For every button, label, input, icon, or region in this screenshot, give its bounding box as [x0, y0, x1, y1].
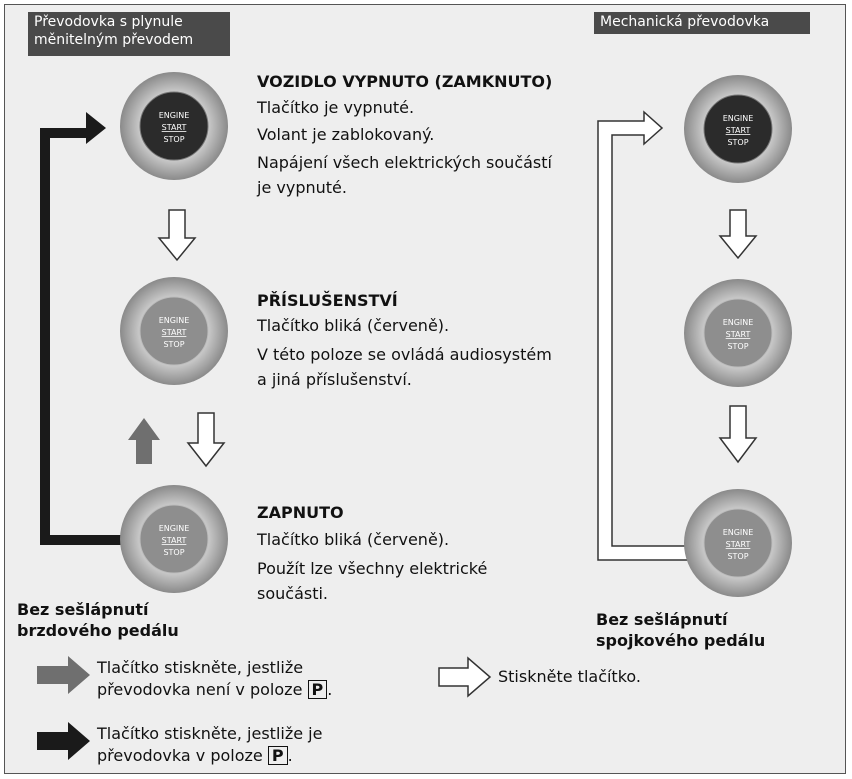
legend-gray-suffix: . [327, 680, 333, 699]
legend-gray-text: Tlačítko stiskněte, jestliže převodovka … [97, 657, 332, 701]
button-text-start: START [162, 536, 187, 545]
park-position-box: P [307, 680, 328, 699]
manual-button-off: ENGINE START STOP [684, 75, 792, 183]
right-down-arrow-2 [718, 405, 758, 464]
button-text-start: START [726, 540, 751, 549]
button-text-engine: ENGINE [159, 316, 190, 325]
cvt-pedal-note-line-1: Bez sešlápnutí [17, 600, 149, 619]
engine-button-off: ENGINE START STOP [120, 72, 228, 180]
button-text-stop: STOP [727, 342, 748, 351]
button-text-engine: ENGINE [159, 524, 190, 533]
legend-gray-line-2: převodovka není v poloze P. [97, 679, 332, 701]
cvt-label-line-2: měnitelným převodem [34, 32, 194, 48]
cvt-pedal-note: Bez sešlápnutí brzdového pedálu [17, 599, 179, 641]
legend-white-arrow-icon [438, 656, 492, 698]
state-on-title: ZAPNUTO [257, 503, 344, 522]
cvt-label: Převodovka s plynule měnitelným převodem [28, 12, 230, 56]
legend-black-suffix: . [287, 746, 293, 765]
state-accessory-line-3: a jiná příslušenství. [257, 370, 412, 389]
manual-pedal-note-line-1: Bez sešlápnutí [596, 610, 728, 629]
button-text-stop: STOP [163, 548, 184, 557]
down-arrow-1 [157, 209, 197, 262]
button-text-stop: STOP [163, 135, 184, 144]
state-accessory-line-2: V této poloze se ovládá audiosystém [257, 345, 552, 364]
state-on-line-3: součásti. [257, 584, 329, 603]
button-text-engine: ENGINE [723, 114, 754, 123]
engine-button-accessory: ENGINE START STOP [120, 277, 228, 385]
gray-up-arrow [128, 418, 160, 464]
legend-gray-prefix: převodovka není v poloze [97, 680, 308, 699]
state-off-line-1: Tlačítko je vypnuté. [257, 98, 415, 117]
button-text-stop: STOP [163, 340, 184, 349]
down-arrow-2 [186, 412, 226, 468]
legend-black-prefix: převodovka v poloze [97, 746, 268, 765]
manual-pedal-note-line-2: spojkového pedálu [596, 631, 766, 650]
state-accessory-line-1: Tlačítko bliká (červeně). [257, 316, 450, 335]
legend-gray-line-1: Tlačítko stiskněte, jestliže [97, 658, 304, 677]
state-accessory-title: PŘÍSLUŠENSTVÍ [257, 291, 398, 310]
manual-button-accessory: ENGINE START STOP [684, 279, 792, 387]
state-on-line-1: Tlačítko bliká (červeně). [257, 530, 450, 549]
white-loop-arrow [597, 110, 711, 561]
legend-black-line-1: Tlačítko stiskněte, jestliže je [97, 724, 323, 743]
state-off-line-2: Volant je zablokovaný. [257, 125, 435, 144]
state-off-title: VOZIDLO VYPNUTO (ZAMKNUTO) [257, 72, 553, 91]
legend-white-text: Stiskněte tlačítko. [498, 667, 641, 686]
legend-black-text: Tlačítko stiskněte, jestliže je převodov… [97, 723, 322, 767]
legend-black-arrow-icon [37, 722, 90, 760]
state-on-line-2: Použít lze všechny elektrické [257, 559, 488, 578]
button-text-engine: ENGINE [723, 318, 754, 327]
legend-gray-arrow-icon [37, 656, 90, 694]
button-text-start: START [726, 330, 751, 339]
legend-black-line-2: převodovka v poloze P. [97, 745, 322, 767]
manual-label: Mechanická převodovka [594, 12, 810, 34]
cvt-pedal-note-line-2: brzdového pedálu [17, 621, 179, 640]
state-off-line-3: Napájení všech elektrických součástí [257, 153, 552, 172]
manual-pedal-note: Bez sešlápnutí spojkového pedálu [596, 609, 765, 651]
button-text-stop: STOP [727, 552, 748, 561]
manual-button-on: ENGINE START STOP [684, 489, 792, 597]
engine-button-on: ENGINE START STOP [120, 485, 228, 593]
button-text-start: START [162, 123, 187, 132]
right-down-arrow-1 [718, 209, 758, 260]
state-off-line-4: je vypnuté. [257, 178, 347, 197]
button-text-start: START [726, 126, 751, 135]
park-position-box: P [267, 746, 288, 765]
button-text-stop: STOP [727, 138, 748, 147]
button-text-start: START [162, 328, 187, 337]
cvt-label-line-1: Převodovka s plynule [34, 14, 183, 30]
button-text-engine: ENGINE [723, 528, 754, 537]
button-text-engine: ENGINE [159, 111, 190, 120]
